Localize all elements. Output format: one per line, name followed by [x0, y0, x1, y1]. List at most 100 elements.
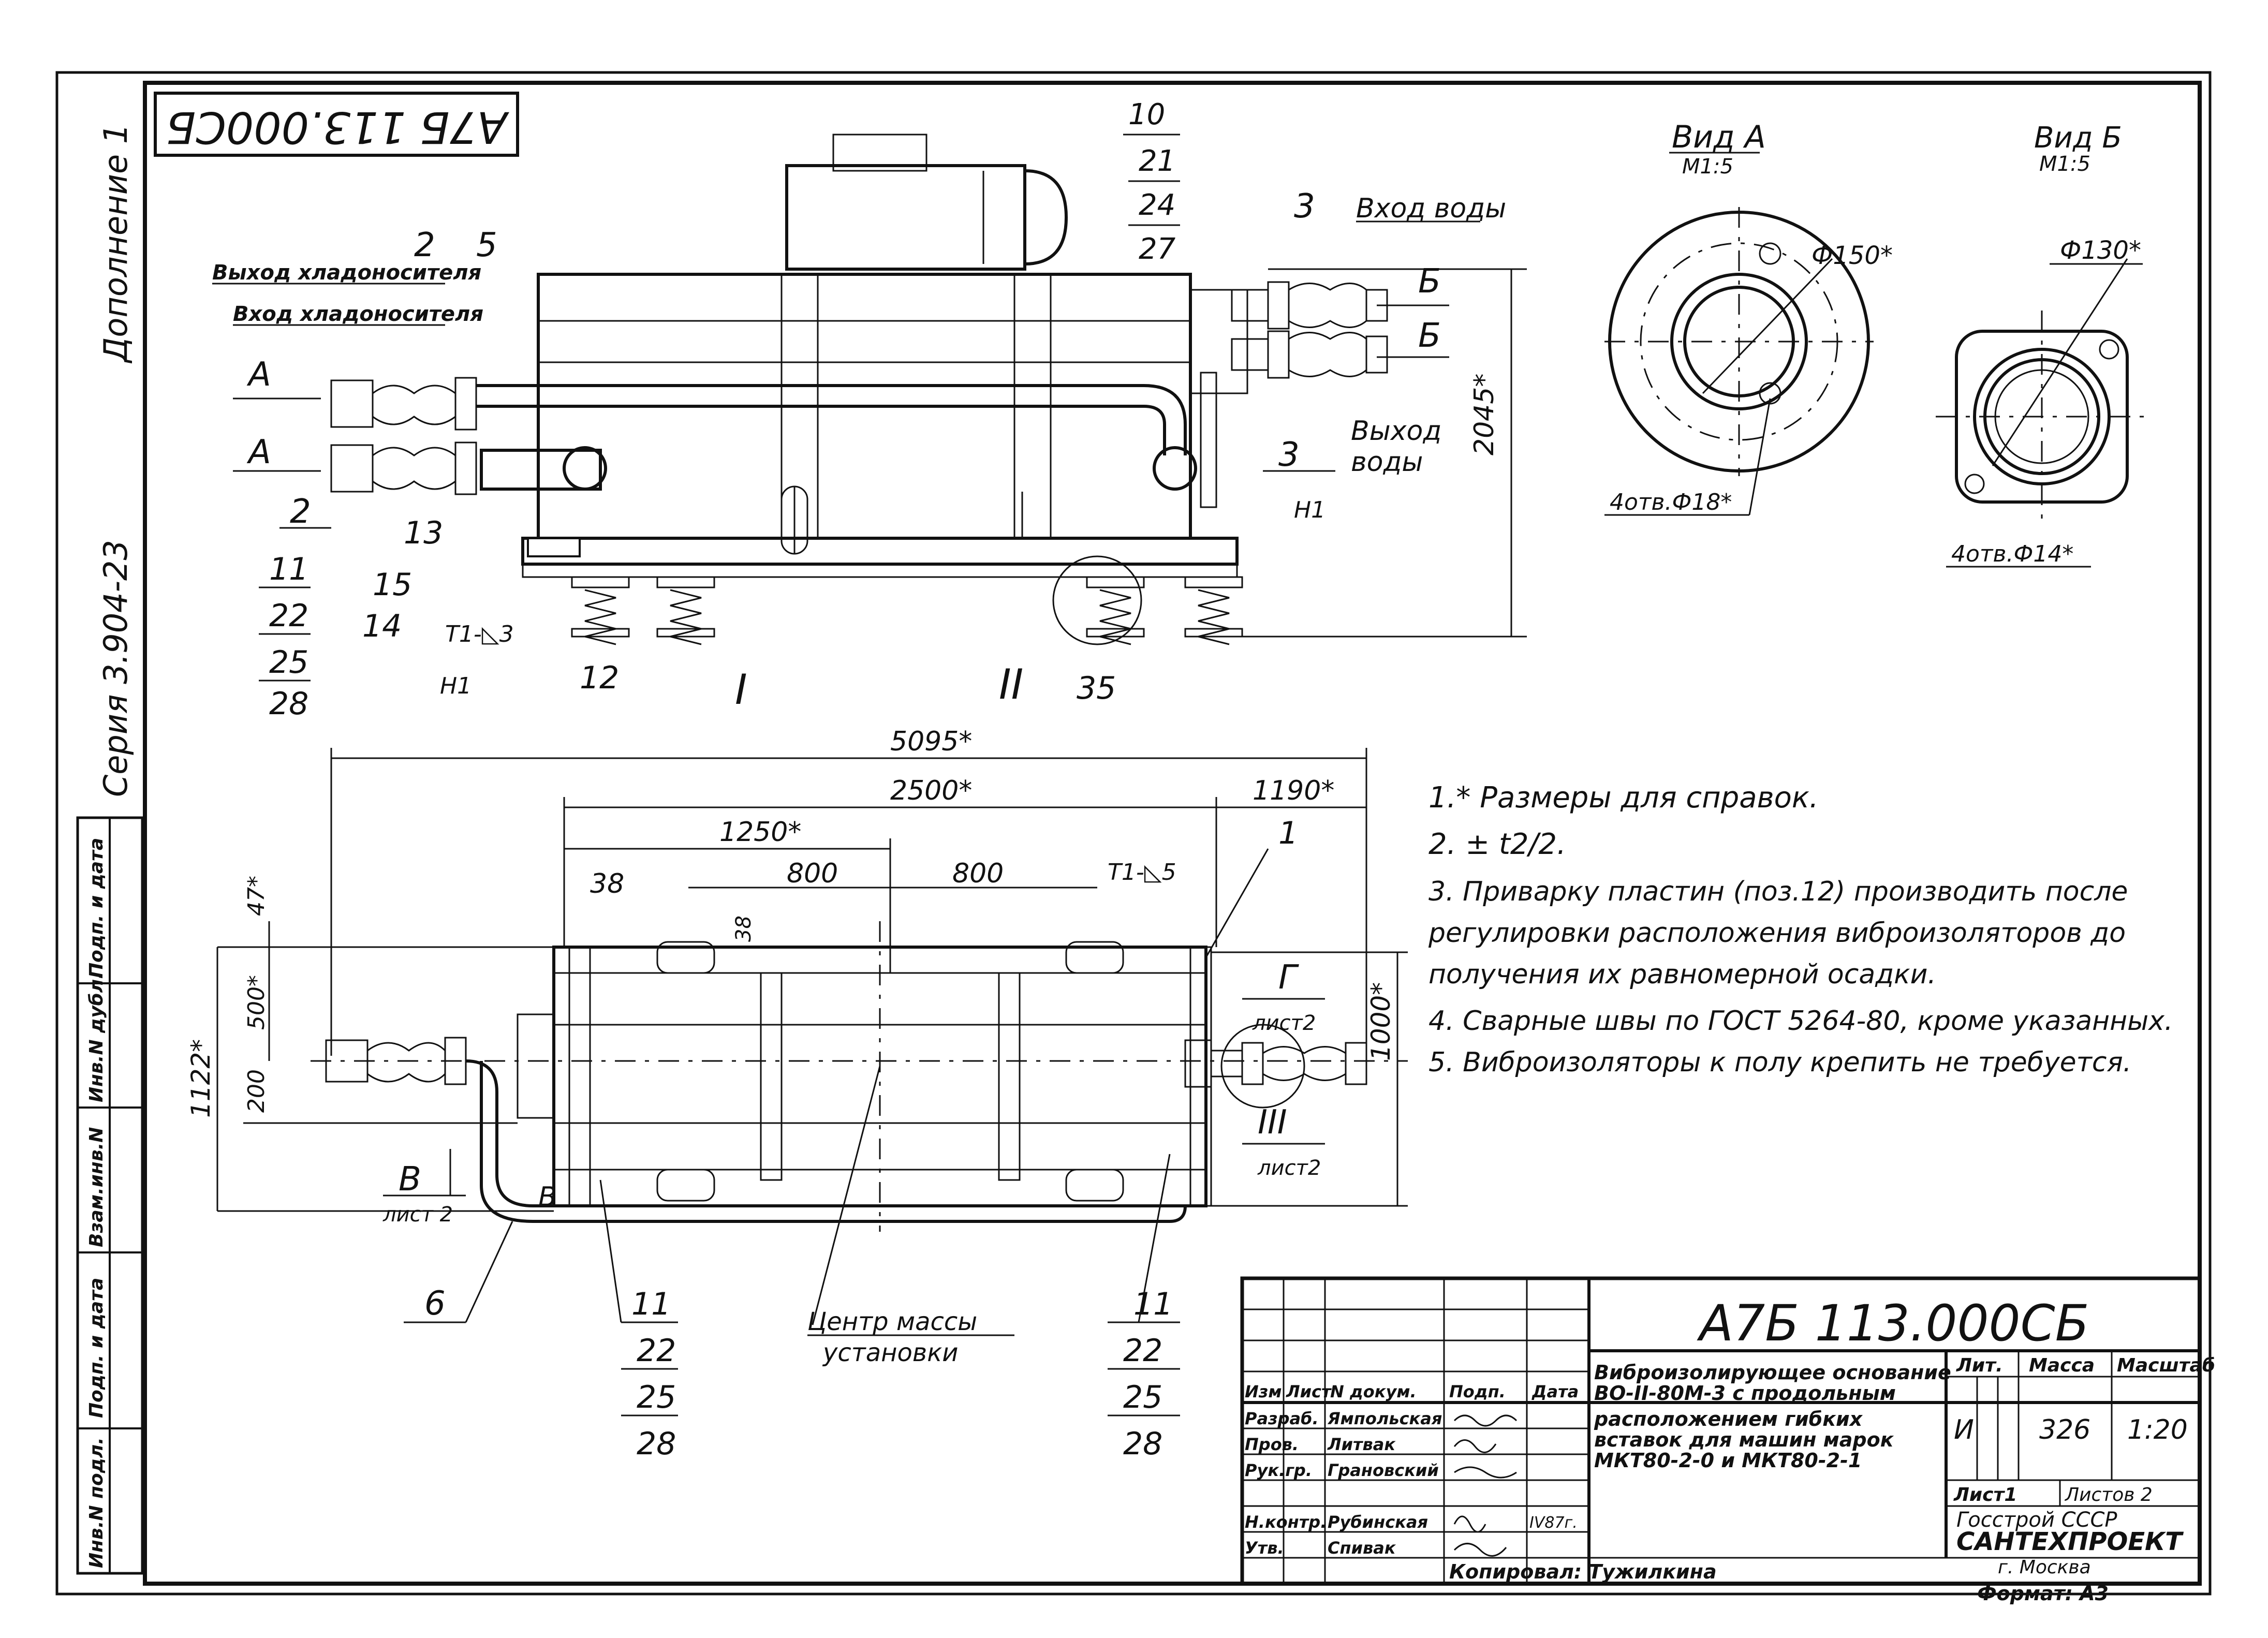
- plan-left-25: 25: [637, 1379, 676, 1415]
- mass-hdr: Масса: [2029, 1355, 2095, 1376]
- view-a-title: Вид А: [1672, 119, 1766, 155]
- series-label: Серия 3.904-23: [97, 540, 135, 797]
- name-3: Грановский: [1328, 1460, 1439, 1480]
- org-1: Госстрой СССР: [1956, 1508, 2117, 1532]
- margin-col-4: Инв.N дубл.: [86, 972, 107, 1102]
- mass-center-1: Центр массы: [807, 1307, 977, 1336]
- dim-5095: 5095*: [890, 726, 972, 757]
- callout-h1a: Н1: [440, 673, 472, 699]
- dim-38b: 38: [732, 916, 756, 942]
- view-a-dia: Ф150*: [1812, 241, 1893, 270]
- callout-stack-right-plan: 11 22 25 28: [1108, 1154, 1180, 1462]
- title-doc-code: А7Б 113.000СБ: [1697, 1294, 2089, 1352]
- signature-4: [1453, 1515, 1486, 1533]
- view-b: Вид Б М1:5 Ф130* 4отв.Ф14*: [1936, 121, 2148, 568]
- mass-center-2: установки: [822, 1338, 958, 1367]
- plan-frame: [552, 946, 1207, 1207]
- view-b-title: Вид Б: [2034, 121, 2122, 155]
- lit-val: И: [1954, 1414, 1974, 1445]
- callout-2b: 2: [290, 493, 311, 531]
- callout-35: 35: [1077, 670, 1116, 706]
- top-stamp-code: А7Б 113.000СБ: [166, 102, 510, 153]
- title-desc-1: Виброизолирующее основание: [1594, 1361, 1951, 1384]
- hdr-podp: Подп.: [1449, 1382, 1506, 1401]
- margin-table: Инв.N подл. Подп. и дата Взам.инв.N Инв.…: [76, 816, 144, 1575]
- callout-stack-left-plan: 11 22 25 28: [599, 1179, 678, 1462]
- plan-left-11: 11: [631, 1286, 671, 1322]
- callout-2a: 2: [414, 226, 435, 264]
- callout-3a: 3: [1294, 187, 1315, 226]
- view-v-label-2: В: [538, 1182, 557, 1213]
- title-desc-2: ВО-II-80М-3 с продольным: [1594, 1382, 1896, 1405]
- callout-stack-left-side: 11 22 25 28: [259, 551, 311, 722]
- title-desc-4: вставок для машин марок: [1594, 1428, 1894, 1451]
- callout-28: 28: [269, 686, 308, 722]
- copied-by: Копировал: Тужилкина: [1449, 1560, 1717, 1583]
- plan-right-28: 28: [1123, 1426, 1162, 1462]
- node-iii-label: III: [1258, 1103, 1287, 1142]
- margin-col-5: Подп. и дата: [86, 838, 107, 978]
- callout-25: 25: [269, 644, 308, 681]
- role-5: Утв.: [1245, 1538, 1284, 1558]
- callout-3b: 3: [1278, 436, 1300, 474]
- plan-left-28: 28: [637, 1426, 676, 1462]
- notes: 1.* Размеры для справок. 2. ± t2/2. 3. П…: [1428, 781, 2173, 1078]
- plan-right-25: 25: [1123, 1379, 1162, 1415]
- arrow-b1: Б: [1418, 262, 1441, 301]
- dim-2500: 2500*: [890, 775, 972, 806]
- org-3: г. Москва: [1998, 1557, 2091, 1578]
- dim-38a: 38: [590, 868, 624, 899]
- note-1: 1.* Размеры для справок.: [1428, 781, 1819, 815]
- label-in-water: Вход воды: [1356, 193, 1506, 224]
- callout-roman-2: II: [999, 660, 1023, 709]
- callout-14: 14: [362, 608, 402, 644]
- dim-height: 2045*: [1469, 374, 1500, 455]
- motor-body: [785, 164, 1026, 271]
- margin-col-2: Подп. и дата: [86, 1278, 107, 1418]
- callout-24: 24: [1139, 188, 1175, 222]
- hdr-list: Лист: [1286, 1382, 1332, 1401]
- title-desc-3: расположением гибких: [1594, 1408, 1863, 1430]
- scale-val: 1:20: [2127, 1414, 2188, 1445]
- callout-10: 10: [1128, 98, 1165, 131]
- name-5: Спивак: [1328, 1538, 1396, 1558]
- coolant-pipe: [476, 384, 1187, 455]
- appendix-label: Дополнение 1: [97, 124, 135, 364]
- label-out-coolant: Выход хладоносителя: [212, 261, 481, 285]
- note-3b: регулировки расположения виброизоляторов…: [1428, 918, 2126, 949]
- view-a-holes: 4отв.Ф18*: [1610, 489, 1732, 515]
- dim-500: 500*: [243, 975, 270, 1030]
- role-2: Пров.: [1245, 1435, 1299, 1454]
- note-3: 3. Приварку пластин (поз.12) производить…: [1428, 876, 2128, 907]
- view-b-scale: М1:5: [2039, 152, 2090, 176]
- format: Формат: А3: [1977, 1582, 2109, 1605]
- view-b-dia: Ф130*: [2060, 236, 2141, 265]
- name-4: Рубинская: [1328, 1512, 1428, 1532]
- sheets-total: Листов 2: [2064, 1484, 2153, 1506]
- callout-21: 21: [1139, 144, 1175, 178]
- callout-27: 27: [1139, 232, 1176, 266]
- signature-5: [1453, 1543, 1507, 1557]
- plan-right-22: 22: [1123, 1333, 1162, 1369]
- dim-800a: 800: [787, 858, 838, 889]
- arrow-a1: А: [246, 356, 271, 394]
- callout-5: 5: [476, 226, 497, 264]
- signature-2: [1453, 1439, 1497, 1453]
- scale-hdr: Масштаб: [2117, 1355, 2215, 1376]
- name-1: Ямпольская: [1327, 1409, 1442, 1428]
- hdr-izm: Изм: [1245, 1382, 1282, 1401]
- callout-roman-1: I: [735, 666, 747, 714]
- view-a-scale: М1:5: [1682, 155, 1733, 179]
- view-a: Вид А М1:5 Ф150* 4отв.Ф18*: [1604, 119, 1893, 516]
- dim-800b: 800: [952, 858, 1004, 889]
- dim-1250: 1250*: [719, 817, 801, 848]
- callout-15: 15: [373, 567, 412, 603]
- role-1: Разраб.: [1245, 1409, 1319, 1428]
- plan-view: 5095* 2500* 1190* 1250* 800 800 38 38 11…: [186, 726, 1408, 1462]
- callout-1: 1: [1278, 815, 1298, 851]
- side-view: 2045* Выход хладоносителя Вход хладоноси…: [212, 98, 1527, 722]
- note-4: 4. Сварные швы по ГОСТ 5264-80, кроме ук…: [1428, 1006, 2173, 1037]
- dim-1000: 1000*: [1366, 982, 1396, 1061]
- callout-6: 6: [424, 1285, 446, 1323]
